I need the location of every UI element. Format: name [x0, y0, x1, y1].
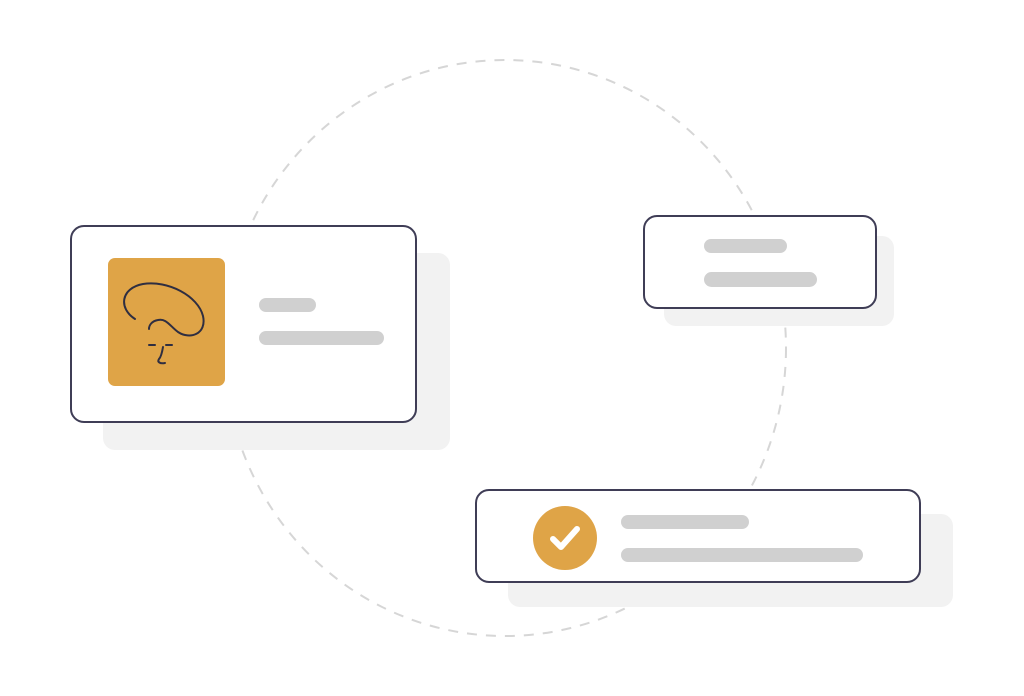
placeholder-text-bar — [621, 548, 863, 562]
status-card[interactable] — [475, 489, 921, 583]
placeholder-title-bar — [704, 239, 787, 253]
check-icon — [550, 526, 580, 550]
face-line-drawing-icon — [123, 282, 205, 365]
placeholder-text-bar — [704, 272, 817, 287]
check-circle-icon — [533, 506, 597, 570]
profile-card[interactable] — [70, 225, 417, 423]
info-card[interactable] — [643, 215, 877, 309]
placeholder-title-bar — [259, 298, 316, 312]
avatar — [108, 258, 225, 386]
placeholder-text-bar — [259, 331, 384, 345]
placeholder-title-bar — [621, 515, 749, 529]
